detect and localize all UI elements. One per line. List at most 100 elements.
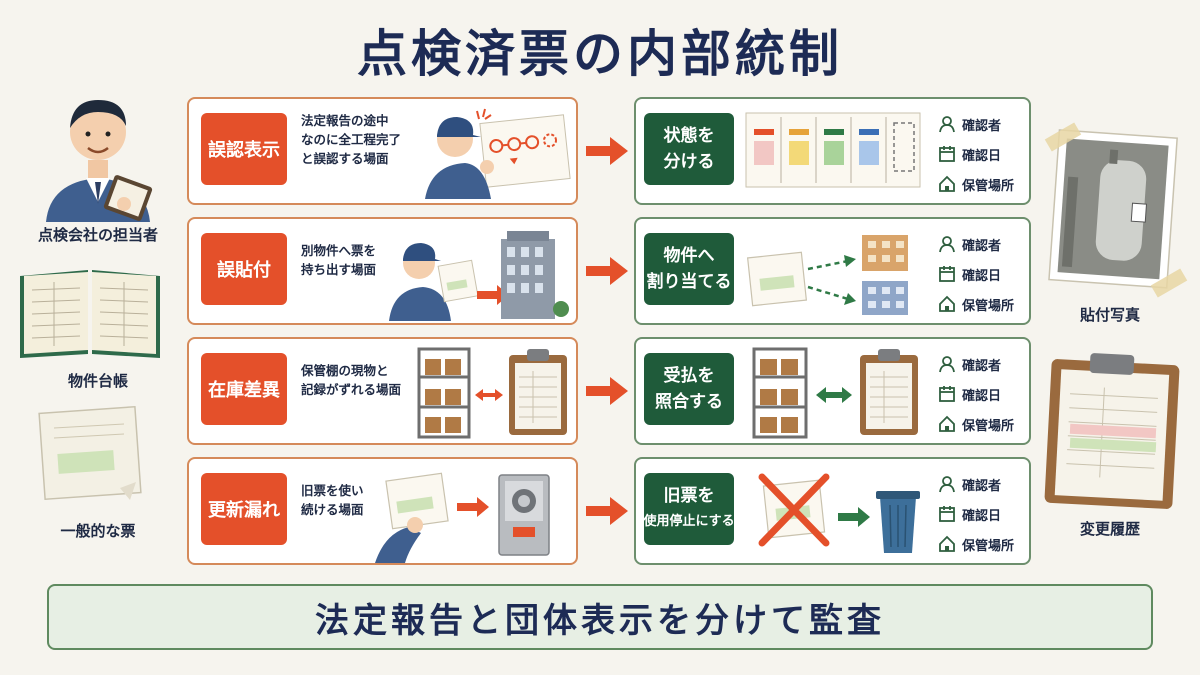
problem-card-update-omission: 更新漏れ 旧票を使い 続ける場面 (187, 457, 578, 565)
attached-photo-illustration (1044, 122, 1188, 298)
ledger-label: 物件台帳 (67, 372, 128, 390)
check-label: 確認者 (962, 358, 1002, 374)
problem-description: 旧票を使い 続ける場面 (301, 481, 421, 519)
ticket-label: 一般的な票 (60, 522, 136, 540)
solution-tag: 状態を 分ける (644, 113, 734, 185)
page-title: 点検済票の内部統制 (357, 25, 843, 83)
problem-tag: 誤認表示 (201, 113, 287, 185)
check-row: 保管場所 (938, 169, 1030, 199)
check-row: 確認者 (938, 109, 1030, 139)
check-row: 確認日 (938, 259, 1030, 289)
problem-description: 法定報告の途中 なのに全工程完了 と誤認する場面 (301, 111, 421, 168)
summary-banner: 法定報告と団体表示を分けて監査 (47, 584, 1153, 650)
solution-card-assign-to-property: 物件へ 割り当てる 確認者 確認日 保管場所 (634, 217, 1031, 325)
arrow-right-icon (586, 137, 628, 165)
check-label: 保管場所 (962, 178, 1015, 194)
check-row: 確認日 (938, 499, 1030, 529)
arrow-right-icon (586, 257, 628, 285)
history-label: 変更履歴 (1079, 520, 1140, 538)
problem-description: 保管棚の現物と 記録がずれる場面 (301, 361, 421, 399)
solution-line: 状態を (663, 126, 715, 146)
person-icon (939, 476, 955, 493)
calendar-icon (939, 506, 955, 522)
shelf-record-match-illustration (752, 347, 918, 439)
problem-tag: 在庫差異 (201, 353, 287, 425)
solution-tag: 旧票を 使用停止にする (643, 473, 735, 545)
calendar-icon (939, 386, 955, 402)
inspector-person-illustration (46, 100, 153, 222)
solution-line: 物件へ (663, 246, 715, 266)
solution-line: 分ける (663, 152, 715, 172)
generic-ticket-illustration (38, 405, 142, 501)
desc-line: 持ち出す場面 (301, 262, 377, 277)
ledger-book-illustration (20, 270, 160, 358)
desc-line: 法定報告の途中 (301, 113, 389, 128)
solution-line: 使用停止にする (643, 514, 735, 529)
ticket-to-buildings-illustration (746, 235, 908, 315)
check-row: 確認者 (938, 349, 1030, 379)
problem-tag: 更新漏れ (201, 473, 287, 545)
desc-line: 別物件へ票を (301, 243, 377, 258)
check-row: 確認日 (938, 379, 1030, 409)
problem-card-misattachment: 誤貼付 別物件へ票を 持ち出す場面 (187, 217, 578, 325)
desc-line: と誤認する場面 (301, 151, 389, 166)
desc-line: 続ける場面 (301, 502, 364, 517)
check-row: 保管場所 (938, 289, 1030, 319)
check-row: 保管場所 (938, 529, 1030, 559)
problem-description: 別物件へ票を 持ち出す場面 (301, 241, 421, 279)
solution-line: 受払を (663, 366, 715, 386)
status-board-illustration (745, 112, 921, 188)
person-label: 点検会社の担当者 (37, 226, 158, 244)
discard-old-ticket-illustration (758, 473, 920, 553)
shelf-vs-record-illustration (417, 347, 567, 439)
desc-line: 保管棚の現物と (301, 363, 389, 378)
house-icon (939, 175, 955, 192)
desc-line: 記録がずれる場面 (301, 382, 402, 397)
check-label: 確認日 (962, 148, 1002, 164)
problem-tag: 誤貼付 (201, 233, 287, 305)
check-row: 確認日 (938, 139, 1030, 169)
solution-line: 照合する (655, 392, 723, 412)
check-label: 確認日 (962, 388, 1002, 404)
check-label: 確認日 (962, 508, 1002, 524)
solution-tag: 受払を 照合する (644, 353, 734, 425)
check-list: 確認者 確認日 保管場所 (938, 469, 1030, 559)
check-label: 保管場所 (962, 418, 1015, 434)
arrow-right-icon (586, 497, 628, 525)
house-icon (939, 415, 955, 432)
calendar-icon (939, 146, 955, 162)
check-list: 確認者 確認日 保管場所 (938, 229, 1030, 319)
calendar-icon (939, 266, 955, 282)
check-label: 保管場所 (962, 298, 1015, 314)
problem-card-misrecognition: 誤認表示 法定報告の途中 なのに全工程完了 と誤認する場面 (187, 97, 578, 205)
person-icon (939, 356, 955, 373)
check-row: 確認者 (938, 229, 1030, 259)
solution-line: 旧票を (663, 486, 715, 506)
solution-line: 割り当てる (646, 272, 732, 292)
check-row: 確認者 (938, 469, 1030, 499)
photo-label: 貼付写真 (1079, 306, 1140, 324)
worker-carrying-ticket-to-building-illustration (389, 231, 569, 321)
solution-card-reconcile: 受払を 照合する 確認者 確認日 保管場所 (634, 337, 1031, 445)
solution-tag: 物件へ 割り当てる (644, 233, 734, 305)
change-history-clipboard-illustration (1044, 353, 1180, 509)
desc-line: なのに全工程完了 (301, 132, 402, 147)
arrow-right-icon (586, 377, 628, 405)
house-icon (939, 535, 955, 552)
desc-line: 旧票を使い (301, 483, 364, 498)
check-row: 保管場所 (938, 409, 1030, 439)
check-label: 確認者 (962, 238, 1002, 254)
problem-card-inventory-discrepancy: 在庫差異 保管棚の現物と 記録がずれる場面 (187, 337, 578, 445)
check-label: 確認日 (962, 268, 1002, 284)
check-list: 確認者 確認日 保管場所 (938, 109, 1030, 199)
check-label: 確認者 (962, 478, 1002, 494)
person-icon (939, 116, 955, 133)
check-label: 確認者 (962, 118, 1002, 134)
person-icon (939, 236, 955, 253)
old-ticket-on-equipment-illustration (375, 472, 550, 563)
solution-card-retire-old-ticket: 旧票を 使用停止にする 確認者 確認日 保管場所 (634, 457, 1031, 565)
check-label: 保管場所 (962, 538, 1015, 554)
house-icon (939, 295, 955, 312)
worker-with-process-chart-illustration (425, 108, 571, 199)
solution-card-separate-status: 状態を 分ける 確認者 確認日 保管場所 (634, 97, 1031, 205)
